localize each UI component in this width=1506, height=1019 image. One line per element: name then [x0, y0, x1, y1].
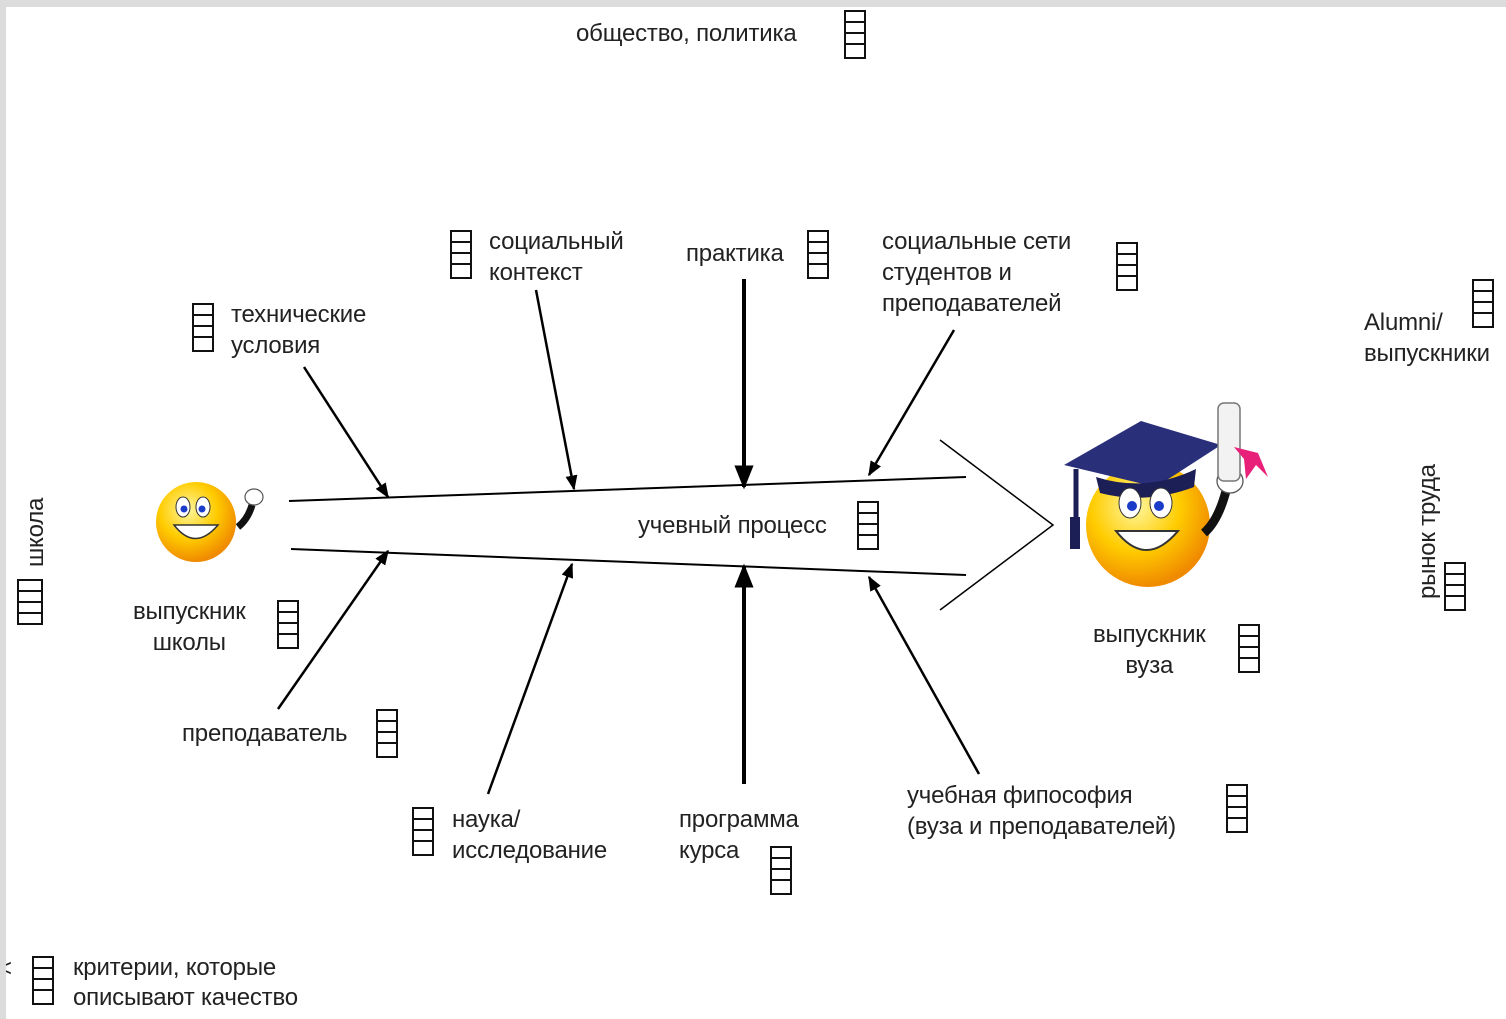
- arrow-philosophy: [867, 575, 981, 775]
- label-social-context: социальный контекст: [489, 228, 624, 286]
- criteria-box-icon: [844, 10, 866, 59]
- label-teacher: преподаватель: [182, 720, 348, 747]
- diagram-lines: [156, 279, 1268, 795]
- legend-text: критерии, которые описывают качество: [73, 954, 298, 1011]
- arrow-social-networks: [867, 329, 956, 477]
- criteria-box-icon: [1472, 279, 1494, 328]
- label-school-graduate: выпускник школы: [133, 598, 246, 656]
- legend-mark: <: [6, 953, 12, 984]
- label-society: общество, политика: [576, 20, 797, 47]
- label-practice: практика: [686, 240, 784, 267]
- arrow-teacher: [276, 549, 390, 710]
- criteria-box-icon: [1444, 562, 1466, 611]
- criteria-box-icon: [192, 303, 214, 352]
- criteria-box-icon: [277, 600, 299, 649]
- arrow-technical: [302, 366, 390, 499]
- criteria-box-icon: [376, 709, 398, 758]
- criteria-box-icon: [450, 230, 472, 279]
- fishbone-diagram: общество, политика социальный контекст п…: [6, 7, 1506, 1019]
- label-study-process: учевный процесс: [638, 512, 827, 539]
- label-school: школа: [22, 497, 49, 567]
- criteria-box-icon: [17, 579, 43, 625]
- criteria-box-icon: [32, 956, 54, 1005]
- arrow-social-context: [534, 289, 578, 491]
- spine-top-line: [288, 476, 967, 502]
- smiley-face-icon: [156, 482, 264, 562]
- criteria-box-icon: [770, 846, 792, 895]
- label-school-wrap: школа: [20, 498, 51, 567]
- graduate-smiley-icon: [1064, 402, 1268, 587]
- criteria-box-icon: [1116, 242, 1138, 291]
- label-labor-market-wrap: рынок труда: [1412, 464, 1443, 599]
- label-course-program: программа курса: [679, 806, 799, 864]
- criteria-box-icon: [412, 807, 434, 856]
- label-social-networks: социальные сети студентов и преподавател…: [882, 228, 1072, 317]
- label-science: наука/ исследование: [452, 806, 608, 864]
- label-technical: технические условия: [231, 301, 367, 359]
- criteria-box-icon: [857, 501, 879, 550]
- label-university-graduate: выпускник вуза: [1093, 621, 1206, 679]
- label-labor-market: рынок труда: [1414, 464, 1441, 599]
- arrow-science: [486, 562, 574, 795]
- spine-arrow-head: [939, 439, 1055, 611]
- label-alumni: Alumni/ выпускники: [1364, 309, 1490, 367]
- spine-bottom-line: [290, 548, 967, 576]
- criteria-box-icon: [1238, 624, 1260, 673]
- criteria-box-icon: [807, 230, 829, 279]
- criteria-box-icon: [1226, 784, 1248, 833]
- label-philosophy: учебная фипософия (вуза и преподавателей…: [907, 782, 1176, 840]
